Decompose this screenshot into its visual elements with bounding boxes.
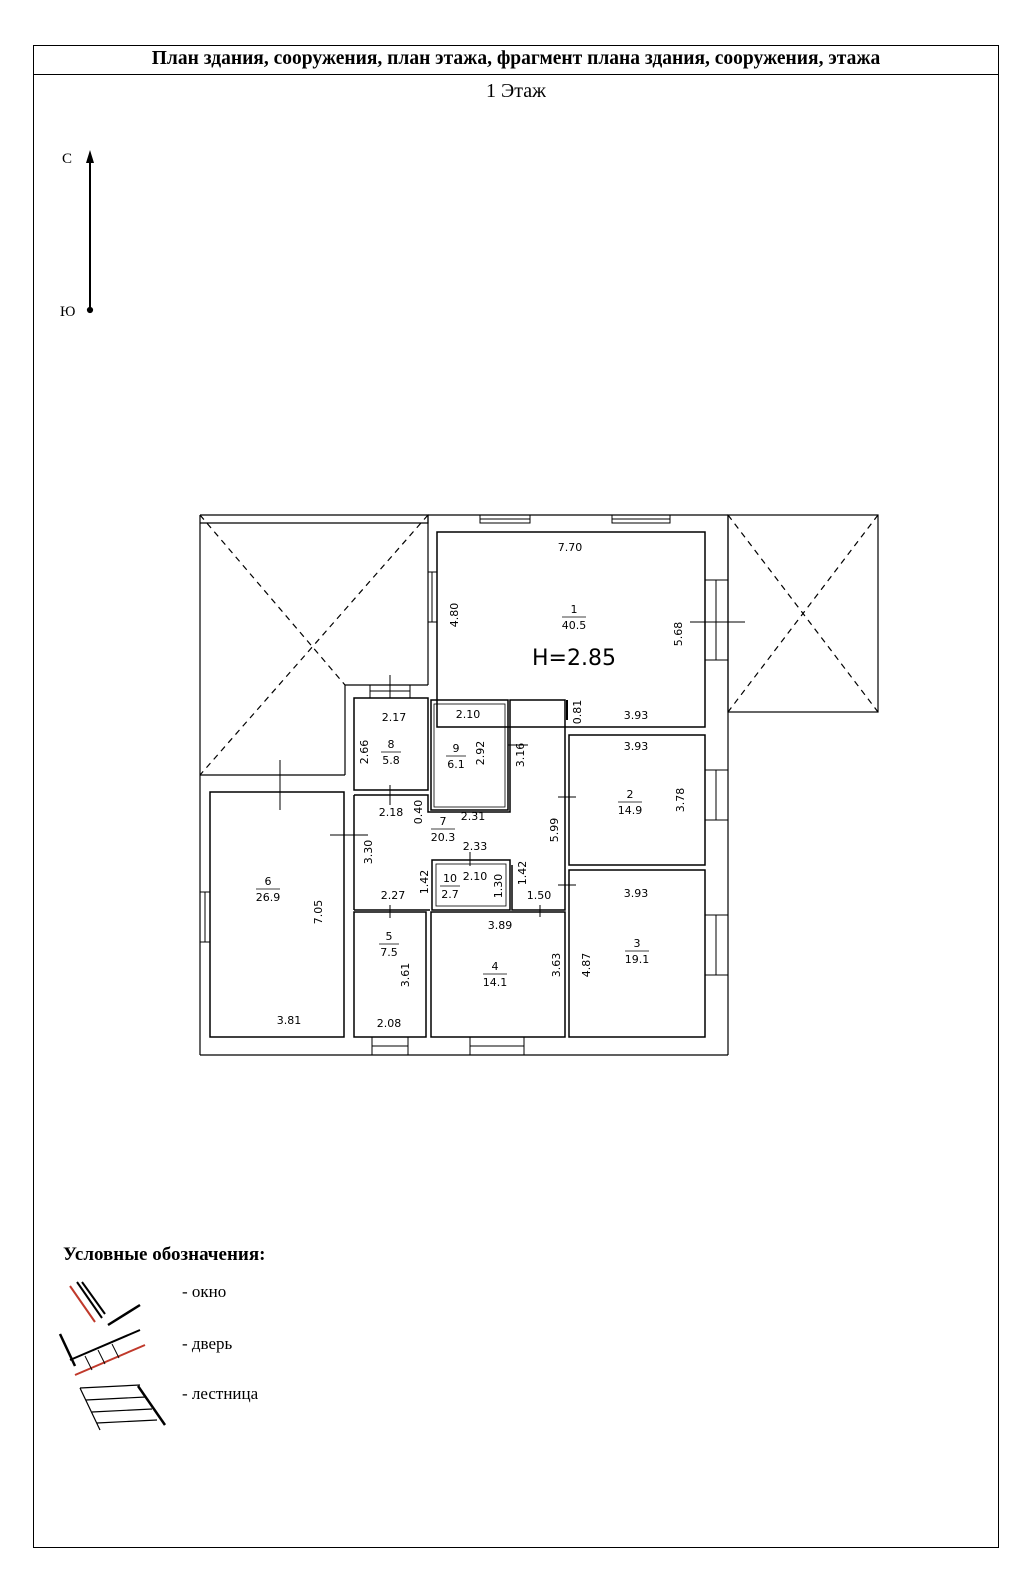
dim-r7-f: 1.42 bbox=[418, 870, 431, 895]
dim-r9-top: 2.10 bbox=[456, 708, 481, 721]
windows bbox=[199, 514, 729, 1056]
dim-r1-left: 4.80 bbox=[448, 603, 461, 628]
terrace-right bbox=[727, 514, 879, 713]
dim-r7-i: 1.50 bbox=[527, 889, 552, 902]
room-2-area: 14.9 bbox=[618, 804, 643, 817]
dimension-labels: 7.70 4.80 5.68 3.93 0.81 3.93 3.78 3.93 … bbox=[277, 541, 687, 1030]
dim-r7-c: 2.31 bbox=[461, 810, 486, 823]
dim-r2-top: 3.93 bbox=[624, 740, 649, 753]
room-10-number: 10 bbox=[443, 872, 457, 885]
legend-title: Условные обозначения: bbox=[63, 1244, 266, 1265]
dim-r7-a: 2.18 bbox=[379, 806, 404, 819]
dim-r1-bottom: 3.93 bbox=[624, 709, 649, 722]
dim-r3-left: 4.87 bbox=[580, 953, 593, 978]
dim-r5-bottom: 2.08 bbox=[377, 1017, 402, 1030]
legend-stairs-label: - лестница bbox=[182, 1384, 259, 1403]
room-4-area: 14.1 bbox=[483, 976, 508, 989]
dim-r6-right: 7.05 bbox=[312, 900, 325, 925]
dim-r7-d: 3.30 bbox=[362, 840, 375, 865]
dim-r6-bottom: 3.81 bbox=[277, 1014, 302, 1027]
room-9 bbox=[430, 699, 509, 811]
legend-door-label: - дверь bbox=[182, 1334, 233, 1353]
room-1-area: 40.5 bbox=[562, 619, 587, 632]
legend-stairs-icon bbox=[79, 1384, 167, 1431]
room-8-area: 5.8 bbox=[382, 754, 400, 767]
compass: С Ю bbox=[60, 150, 94, 320]
dim-r8-top: 2.17 bbox=[382, 711, 407, 724]
page-frame bbox=[33, 45, 999, 1548]
dim-r8-left: 2.66 bbox=[358, 740, 371, 765]
room-4-number: 4 bbox=[492, 960, 499, 973]
room-8-number: 8 bbox=[388, 738, 395, 751]
room-labels: 1 40.5 2 14.9 3 19.1 4 14.1 5 7.5 6 26.9… bbox=[256, 603, 650, 989]
room-10-area: 2.7 bbox=[441, 888, 459, 901]
room-6-area: 26.9 bbox=[256, 891, 281, 904]
room-9-number: 9 bbox=[453, 742, 460, 755]
room-6-number: 6 bbox=[265, 875, 272, 888]
dim-r1-small: 0.81 bbox=[571, 700, 584, 725]
dim-r3-top: 3.93 bbox=[624, 887, 649, 900]
room-9-area: 6.1 bbox=[447, 758, 465, 771]
ceiling-height-label: H=2.85 bbox=[532, 646, 616, 671]
room-5-number: 5 bbox=[386, 930, 393, 943]
dim-r2-right: 3.78 bbox=[674, 788, 687, 813]
room-2-number: 2 bbox=[627, 788, 634, 801]
floor-label: 1 Этаж bbox=[486, 80, 546, 102]
dim-r7-b: 0.40 bbox=[412, 800, 425, 825]
dim-r9-right: 2.92 bbox=[474, 741, 487, 766]
compass-north-label: С bbox=[62, 151, 72, 167]
room-7 bbox=[354, 699, 566, 911]
dim-r10-right: 1.30 bbox=[492, 874, 505, 899]
room-7-area: 20.3 bbox=[431, 831, 456, 844]
room-3-area: 19.1 bbox=[625, 953, 650, 966]
compass-south-label: Ю bbox=[60, 304, 75, 320]
room-10 bbox=[431, 859, 511, 911]
legend-window-icon bbox=[69, 1281, 141, 1327]
dim-r4-right: 3.63 bbox=[550, 953, 563, 978]
terrace-left bbox=[199, 514, 429, 776]
building-outline bbox=[199, 514, 879, 1056]
dim-r1-right: 5.68 bbox=[672, 622, 685, 647]
doors bbox=[279, 621, 745, 918]
room-1-number: 1 bbox=[571, 603, 578, 616]
dim-r7-g: 1.42 bbox=[516, 861, 529, 886]
legend-window-label: - окно bbox=[182, 1282, 227, 1301]
dim-r7-h: 2.27 bbox=[381, 889, 406, 902]
dim-r7-e: 2.33 bbox=[463, 840, 488, 853]
dim-r9-outer: 3.16 bbox=[514, 743, 527, 768]
page-title: План здания, сооружения, план этажа, фра… bbox=[33, 45, 999, 75]
dim-r10-top: 2.10 bbox=[463, 870, 488, 883]
room-7-number: 7 bbox=[440, 815, 447, 828]
dim-r7-j: 5.99 bbox=[548, 818, 561, 843]
room-5-area: 7.5 bbox=[380, 946, 398, 959]
room-3-number: 3 bbox=[634, 937, 641, 950]
dim-r5-right: 3.61 bbox=[399, 963, 412, 988]
legend-door-icon bbox=[58, 1329, 146, 1376]
dim-r1-top: 7.70 bbox=[558, 541, 583, 554]
dim-r4-top: 3.89 bbox=[488, 919, 513, 932]
